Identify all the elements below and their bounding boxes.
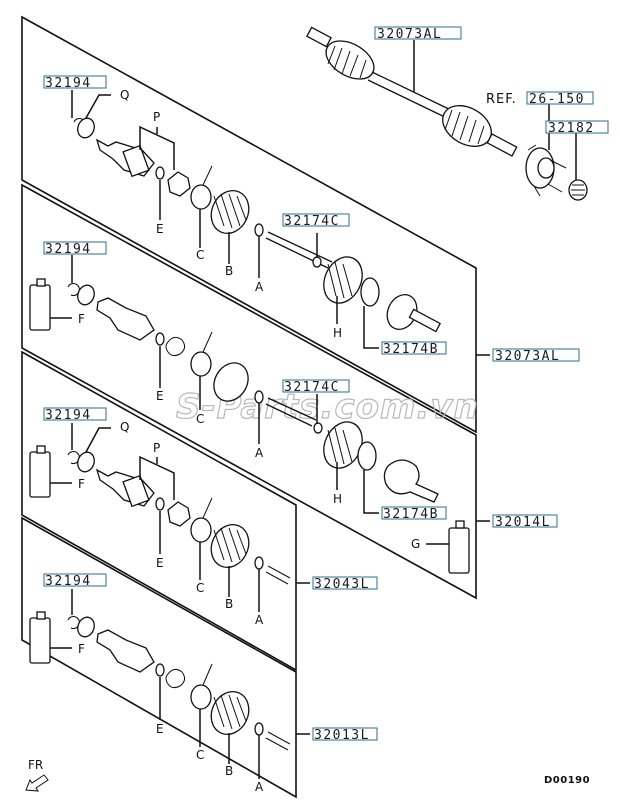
pn-32013L-panel4[interactable]: 32013L (312, 727, 378, 743)
svg-text:32013L: 32013L (314, 728, 370, 743)
pn-32043L-panel3[interactable]: 32043L (312, 576, 378, 592)
pn-32182[interactable]: 32182 (545, 120, 609, 136)
svg-text:32174C: 32174C (284, 380, 340, 395)
callout-B: B (225, 764, 233, 778)
pn-32194-panel1[interactable]: 32194 (43, 75, 107, 91)
svg-text:REF.: REF. (486, 92, 517, 107)
panel-frame-1 (21, 15, 477, 434)
svg-text:32043L: 32043L (314, 577, 370, 592)
svg-text:26-150: 26-150 (529, 92, 585, 107)
callout-C: C (196, 248, 204, 262)
callout-Q: Q (120, 88, 129, 102)
diagram-code: D00190 (544, 775, 590, 786)
callout-H: H (333, 492, 342, 506)
callout-P: P (153, 110, 160, 124)
callout-G: G (411, 537, 420, 551)
panel-frame-2 (21, 183, 477, 600)
pn-32174C-panel2[interactable]: 32174C (282, 379, 350, 395)
pn-32174B-panel2[interactable]: 32174B (381, 506, 447, 522)
fr-arrow-icon (25, 774, 49, 792)
pn-32194-panel3[interactable]: 32194 (43, 407, 107, 423)
callout-E: E (156, 222, 164, 236)
panel-1-parts (73, 117, 442, 333)
callout-P: P (153, 441, 160, 455)
pn-32174C-panel1[interactable]: 32174C (282, 213, 350, 229)
callout-E: E (156, 556, 164, 570)
svg-text:32194: 32194 (45, 76, 92, 91)
callout-F: F (78, 312, 85, 326)
svg-text:32194: 32194 (45, 574, 92, 589)
callout-Q: Q (120, 420, 129, 434)
callout-E: E (156, 722, 164, 736)
callout-C: C (196, 748, 204, 762)
callout-B: B (225, 597, 233, 611)
pn-32073AL-top[interactable]: 32073AL (374, 26, 462, 42)
pn-32014L-panel2[interactable]: 32014L (492, 514, 558, 530)
callout-C: C (196, 412, 204, 426)
callout-C: C (196, 581, 204, 595)
pn-32194-panel2[interactable]: 32194 (43, 241, 107, 257)
pn-32073AL-panel1[interactable]: 32073AL (492, 348, 580, 364)
drive-shaft-assembly (306, 26, 518, 157)
front-direction-indicator: FR (25, 758, 49, 792)
callout-B: B (225, 264, 233, 278)
callout-F: F (78, 642, 85, 656)
callout-A: A (255, 280, 264, 294)
svg-text:32174B: 32174B (383, 507, 439, 522)
panel-frame-3 (21, 350, 297, 672)
hub-nut (568, 179, 588, 201)
svg-text:32182: 32182 (548, 121, 595, 136)
panel-4-parts (29, 611, 291, 751)
pn-32194-panel4[interactable]: 32194 (43, 573, 107, 589)
svg-text:32174B: 32174B (383, 342, 439, 357)
svg-text:32194: 32194 (45, 408, 92, 423)
callout-F: F (78, 477, 85, 491)
callout-H: H (333, 326, 342, 340)
svg-text:32014L: 32014L (495, 515, 551, 530)
svg-text:32174C: 32174C (284, 214, 340, 229)
svg-text:32073AL: 32073AL (495, 349, 560, 364)
svg-text:32073AL: 32073AL (377, 27, 442, 42)
panel-frame-4 (21, 516, 297, 799)
fr-label: FR (28, 758, 43, 772)
wheel-hub (525, 144, 567, 197)
callout-A: A (255, 780, 264, 794)
callout-A: A (255, 613, 264, 627)
callout-E: E (156, 389, 164, 403)
reference-label[interactable]: REF. 26-150 (486, 91, 594, 107)
callout-A: A (255, 446, 264, 460)
svg-text:32194: 32194 (45, 242, 92, 257)
panel-3-parts (29, 445, 291, 585)
pn-32174B-panel1[interactable]: 32174B (381, 341, 447, 357)
